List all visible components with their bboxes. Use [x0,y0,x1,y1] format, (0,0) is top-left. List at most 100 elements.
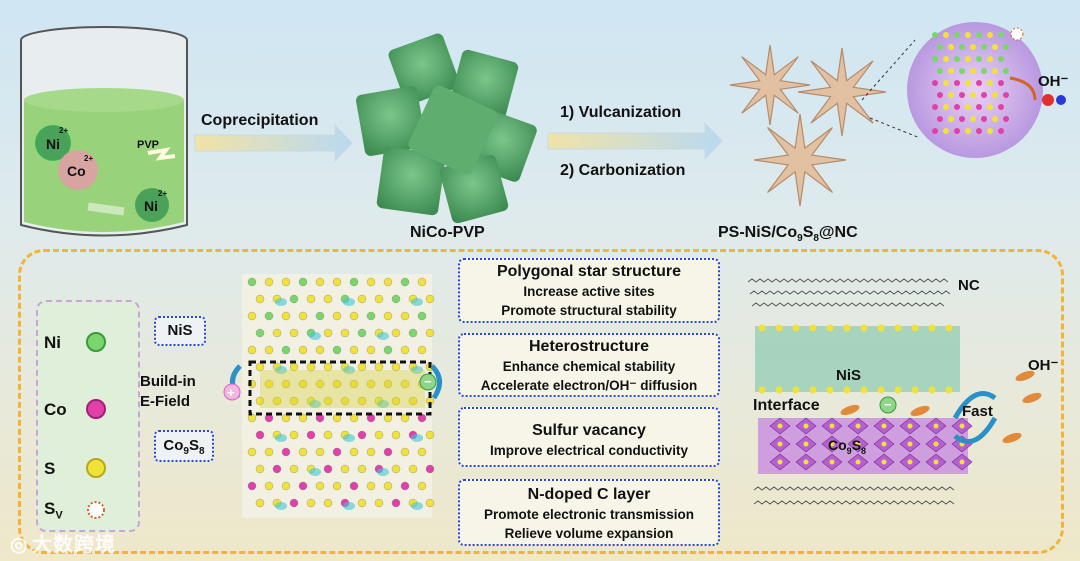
feature-heterostructure: Heterostructure Enhance chemical stabili… [458,333,720,397]
model-atom [384,346,392,354]
model-atom [384,312,392,320]
charge-density [343,298,355,306]
legend-s-label: S [44,459,55,479]
lattice-atom [954,128,960,134]
model-atom [350,278,358,286]
model-atom [418,448,426,456]
lattice-atom [998,32,1004,38]
lattice-atom [959,92,965,98]
model-atom [316,312,324,320]
model-atom [350,312,358,320]
model-atom [392,499,400,507]
lattice-atom [948,68,954,74]
model-atom [426,431,434,439]
lattice-atom [954,80,960,86]
s-atom [778,442,783,447]
star-particles [730,45,886,206]
lattice-atom [943,56,949,62]
model-atom [324,295,332,303]
lattice-atom [987,32,993,38]
lattice-atom [954,32,960,38]
charge-density [309,332,321,340]
lattice-atom [998,104,1004,110]
s-atom [946,387,953,394]
model-atom [256,465,264,473]
feature-sulfur-vacancy: Sulfur vacancy Improve electrical conduc… [458,407,720,467]
star-particle [754,114,846,206]
model-atom [316,448,324,456]
model-atom [324,465,332,473]
s-atom [946,325,953,332]
model-atom [418,482,426,490]
s-atom [934,442,939,447]
s-atom [929,387,936,394]
s-atom [912,387,919,394]
lattice-atom [965,56,971,62]
synthesis-route: Ni 2+ Co 2+ Ni 2+ PVP Coprecipitation Ni… [0,0,1080,250]
model-atom [333,346,341,354]
charge-density [343,502,355,510]
svg-text:−: − [884,397,892,412]
s-atom [804,442,809,447]
charge-density [275,502,287,510]
lattice-atom [959,116,965,122]
watermark-logo-icon: ◎ [10,532,32,557]
lattice-atom [932,128,938,134]
model-atom [367,448,375,456]
s-atom [861,325,868,332]
lattice-atom [992,92,998,98]
co-atom-icon [87,400,105,418]
s-atom [793,387,800,394]
lattice-atom [948,92,954,98]
model-atom [392,295,400,303]
model-atom [307,431,315,439]
model-atom [426,465,434,473]
lattice-atom [948,44,954,50]
model-atom [290,431,298,439]
pvp-label: PVP [137,139,159,151]
model-atom [324,329,332,337]
model-atom [324,363,332,371]
model-atom [392,329,400,337]
model-atom [426,329,434,337]
model-atom [256,499,264,507]
heterostructure-schematic: − NC NiS Interface Fast OH⁻ Co9S8 [740,268,1065,530]
model-atom [307,499,315,507]
model-atom [350,346,358,354]
lattice-atom [937,116,943,122]
model-atom [358,499,366,507]
lattice-atom [976,56,982,62]
s-atom [908,460,913,465]
model-atom [384,482,392,490]
lattice-atom [987,80,993,86]
oh-ion-drop [1021,391,1043,405]
model-atom [358,329,366,337]
lattice-atom [959,68,965,74]
lattice-atom [954,56,960,62]
model-atom [282,448,290,456]
model-atom [409,465,417,473]
lattice-atom [998,128,1004,134]
lattice-atom [987,104,993,110]
model-atom [426,295,434,303]
s-atom [929,325,936,332]
model-atom [256,363,264,371]
model-atom [350,482,358,490]
s-atom [895,387,902,394]
s-atom [934,424,939,429]
lattice-atom [987,56,993,62]
model-atom [265,312,273,320]
model-atom [299,278,307,286]
legend-sv-label: SV [44,499,63,521]
lattice-atom [1003,68,1009,74]
s-atom [882,460,887,465]
lattice-atom [1003,44,1009,50]
interface-charge [260,370,425,408]
lattice-atom [943,80,949,86]
lattice-atom [998,56,1004,62]
s-atom [793,325,800,332]
legend-swatches [80,326,120,526]
model-atom [282,312,290,320]
s-atom [856,424,861,429]
s-atom [856,460,861,465]
